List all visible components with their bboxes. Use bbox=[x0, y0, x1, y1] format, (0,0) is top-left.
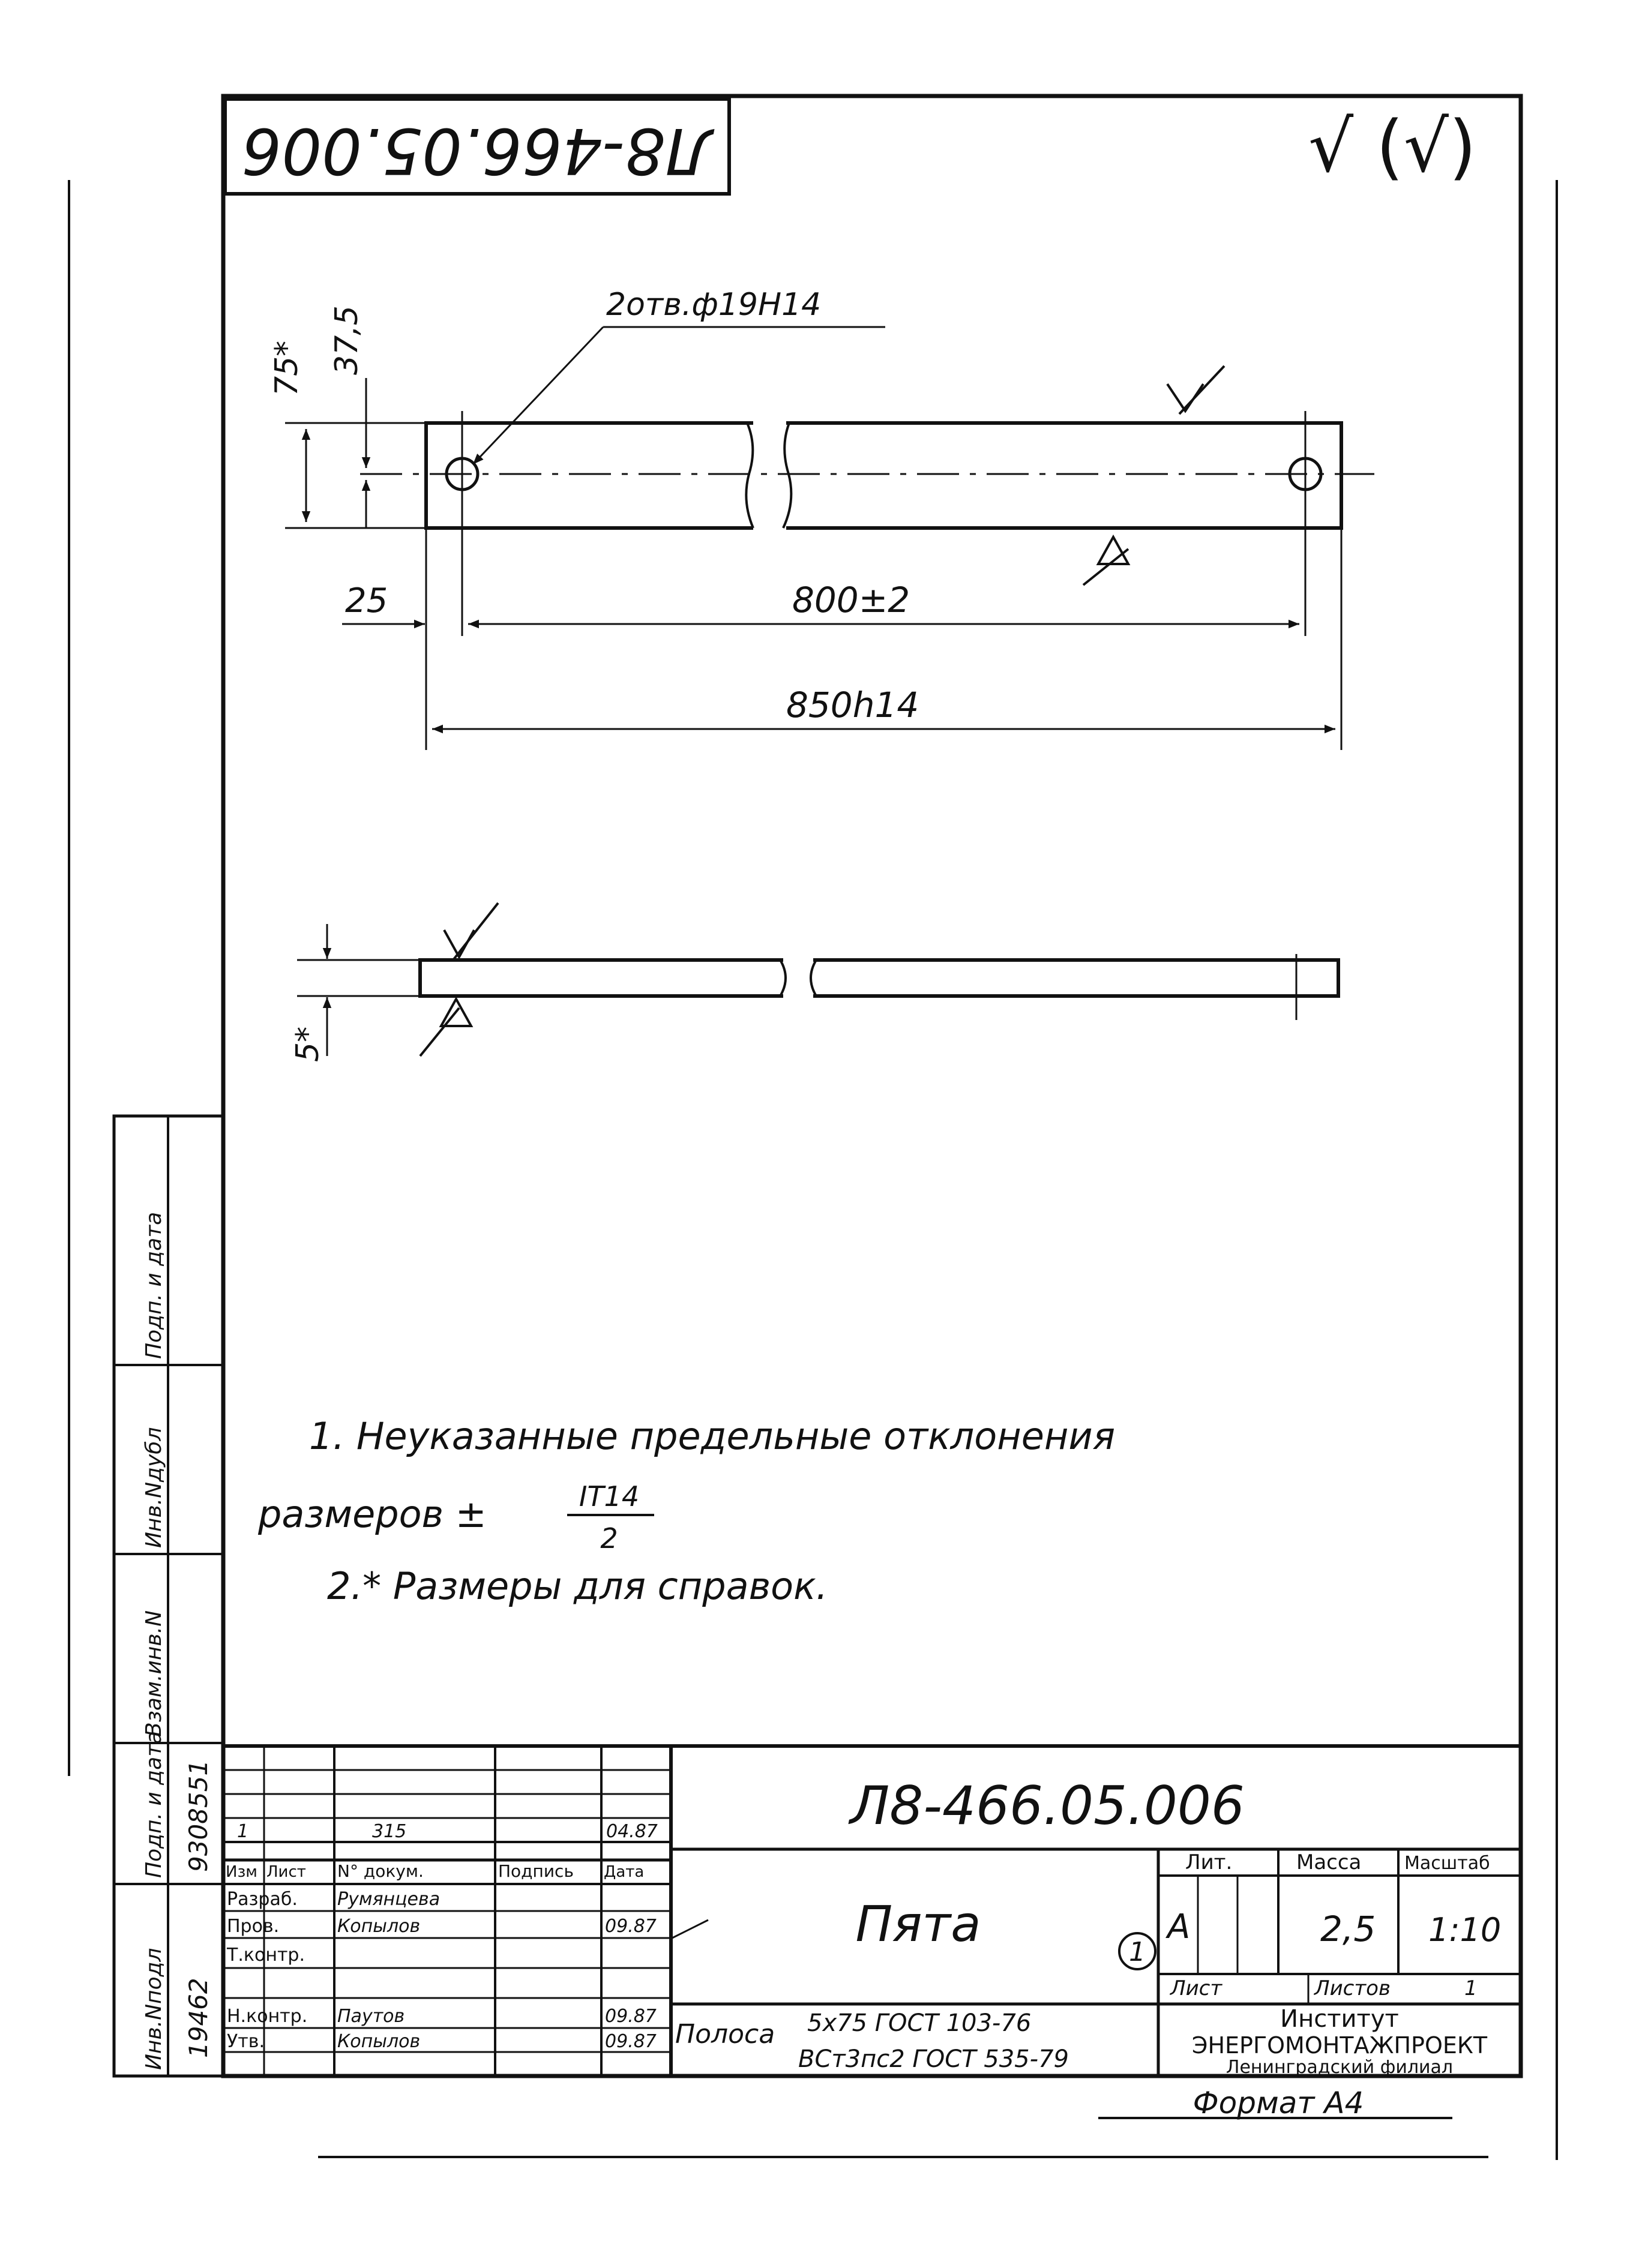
lit-header: Лит. bbox=[1185, 1850, 1232, 1874]
lit-value: А bbox=[1165, 1907, 1190, 1946]
scale-header: Масштаб bbox=[1404, 1853, 1490, 1874]
role-prov: Пров. bbox=[227, 1916, 279, 1937]
sheet-label: Лист bbox=[1169, 1976, 1222, 2000]
date-nkontr: 09.87 bbox=[605, 2006, 657, 2027]
dim-thickness: 5* bbox=[290, 1027, 326, 1062]
org-line-3: Ленинградский филиал bbox=[1226, 2057, 1453, 2078]
material-line-1: 5x75 ГОСТ 103-76 bbox=[807, 2009, 1031, 2037]
side-label-replace: Взам.инв.N bbox=[142, 1610, 166, 1737]
name-prov: Копылов bbox=[337, 1916, 420, 1937]
role-tkontr: Т.контр. bbox=[226, 1945, 305, 1966]
side-label-inv: Инв.Nподл bbox=[142, 1948, 166, 2070]
dim-height-half: 37,5 bbox=[329, 305, 365, 375]
side-value-inv: 19462 bbox=[184, 1978, 213, 2058]
rev-izm: 1 bbox=[237, 1821, 248, 1842]
material-word: Полоса bbox=[675, 2019, 775, 2050]
mass-header: Масса bbox=[1296, 1850, 1361, 1874]
name-nkontr: Паутов bbox=[337, 2006, 404, 2027]
balloon-number: 1 bbox=[1129, 1937, 1146, 1967]
role-utv: Утв. bbox=[227, 2031, 265, 2052]
side-label-dup: Инв.Nдубл bbox=[142, 1427, 166, 1548]
note-fraction-den: 2 bbox=[600, 1522, 618, 1555]
code-rotated: Л8-466.05.006 bbox=[242, 114, 715, 187]
side-label-sign: Подп. и дата bbox=[142, 1731, 166, 1878]
plate-side-view bbox=[418, 958, 1340, 998]
date-utv: 09.87 bbox=[605, 2031, 657, 2052]
holes-label: 2отв.ф19Н14 bbox=[606, 287, 821, 323]
weld-symbol-side-bottom bbox=[419, 996, 474, 1057]
format-label: Формат А4 bbox=[1193, 2086, 1364, 2120]
note-line-1: 1. Неуказанные предельные отклонения bbox=[309, 1414, 1115, 1458]
hdr-doc: N° докум. bbox=[337, 1861, 424, 1881]
dim-edge-offset: 25 bbox=[345, 581, 388, 620]
rev-date: 04.87 bbox=[606, 1821, 658, 1842]
material-line-2: ВСт3пс2 ГОСТ 535-79 bbox=[798, 2045, 1069, 2073]
hdr-date: Дата bbox=[604, 1863, 644, 1881]
rev-doc-no: 315 bbox=[372, 1821, 406, 1842]
hdr-list: Лист bbox=[266, 1863, 306, 1881]
hdr-sign: Подпись bbox=[498, 1861, 574, 1881]
sheets-value: 1 bbox=[1464, 1976, 1478, 2000]
role-razrab: Разраб. bbox=[227, 1889, 298, 1910]
sheets-label: Листов bbox=[1313, 1976, 1391, 2000]
org-line-2: ЭНЕРГОМОНТАЖПРОЕКТ bbox=[1192, 2032, 1488, 2059]
weld-symbol-top bbox=[1166, 365, 1226, 415]
name-razrab: Румянцева bbox=[337, 1889, 440, 1910]
note-line-2: размеров ± bbox=[257, 1492, 487, 1536]
name-utv: Копылов bbox=[337, 2031, 420, 2052]
roughness-mark: √ (√) bbox=[1308, 105, 1476, 188]
dim-center-dist: 800±2 bbox=[792, 580, 910, 620]
scale-value: 1:10 bbox=[1428, 1911, 1501, 1949]
side-value-sign: 9308551 bbox=[184, 1760, 213, 1872]
code-box bbox=[223, 97, 731, 196]
title-code: Л8-466.05.006 bbox=[848, 1775, 1245, 1837]
org-line-1: Институт bbox=[1280, 2005, 1399, 2033]
side-label-sign2: Подп. и дата bbox=[142, 1212, 166, 1359]
outer-frame bbox=[221, 94, 1523, 2078]
position-balloon bbox=[1118, 1932, 1156, 1970]
weld-symbol-side-top bbox=[443, 902, 499, 961]
part-name: Пята bbox=[855, 1896, 981, 1953]
role-nkontr: Н.контр. bbox=[227, 2006, 307, 2027]
weld-symbol-bottom bbox=[1082, 534, 1131, 586]
date-prov: 09.87 bbox=[605, 1916, 657, 1937]
note-line-3: 2.* Размеры для справок. bbox=[327, 1564, 828, 1608]
note-fraction-num: IT14 bbox=[579, 1480, 639, 1513]
hdr-izm: Изм bbox=[226, 1863, 257, 1881]
dim-length: 850h14 bbox=[786, 685, 919, 725]
mass-value: 2,5 bbox=[1320, 1909, 1376, 1949]
plate-top-view bbox=[424, 421, 1343, 530]
dim-height-total: 75* bbox=[269, 341, 305, 396]
